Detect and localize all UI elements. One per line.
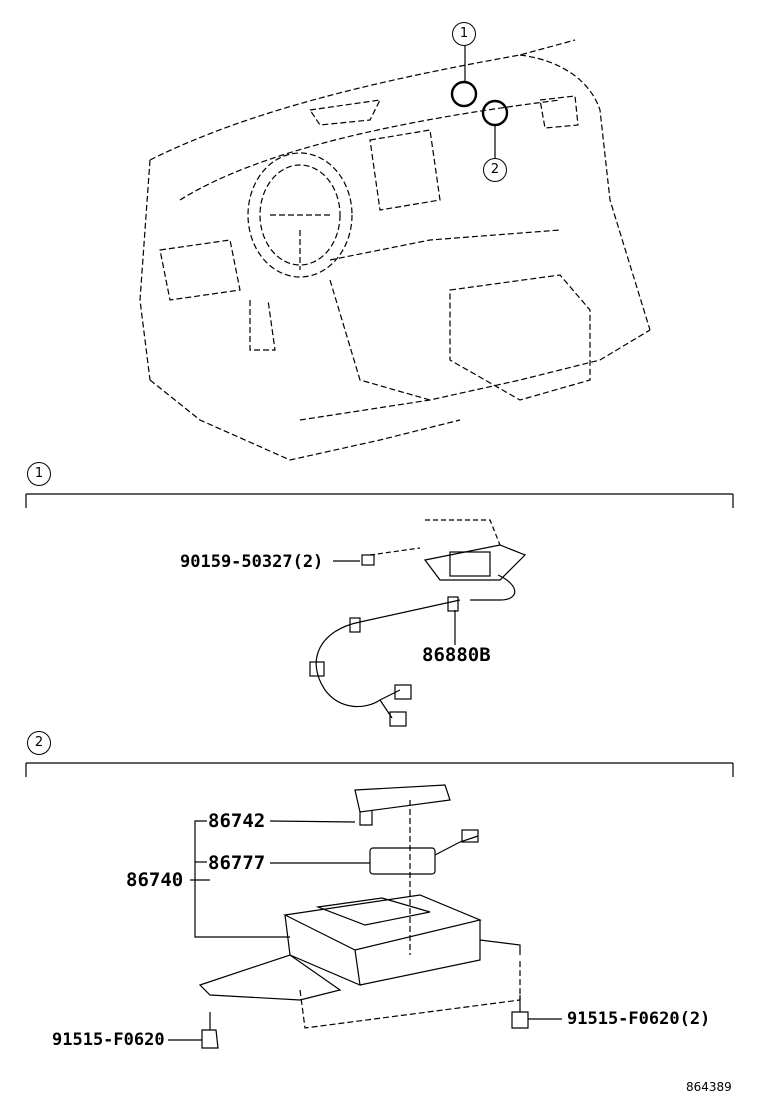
callout-leaders	[464, 46, 496, 158]
section1-bracket	[25, 493, 734, 508]
cover-86742-illustration	[354, 784, 451, 826]
connector-86777-illustration	[369, 829, 479, 875]
dashboard-illustration	[139, 39, 651, 461]
section1-marker: 1	[27, 462, 51, 486]
sensor-location-1	[450, 80, 478, 108]
label-86880B: 86880B	[422, 644, 491, 666]
leader-86742	[269, 820, 356, 823]
diagram-id: 864389	[686, 1080, 732, 1094]
bolt-left-icon	[168, 1012, 219, 1049]
section2-bracket	[25, 762, 734, 777]
bracket-86740	[190, 820, 290, 938]
sensor-location-2	[481, 99, 509, 127]
label-90159-50327: 90159-50327(2)	[180, 552, 324, 572]
callout-1: 1	[452, 22, 476, 46]
label-91515-right: 91515-F0620(2)	[567, 1009, 711, 1029]
callout-2: 2	[483, 158, 507, 182]
label-91515-left: 91515-F0620	[52, 1030, 165, 1050]
label-86777: 86777	[208, 852, 266, 874]
label-86740: 86740	[126, 869, 184, 891]
dashed-mount-outline	[299, 960, 521, 1029]
bolt-90159-icon	[333, 554, 375, 566]
label-86742: 86742	[208, 810, 266, 832]
sensor-86880B-illustration	[309, 519, 527, 727]
ecu-86740-illustration	[198, 894, 521, 1001]
section2-marker: 2	[27, 731, 51, 755]
steering-wheel-illustration	[247, 152, 353, 351]
bolt-right-icon	[511, 995, 562, 1029]
